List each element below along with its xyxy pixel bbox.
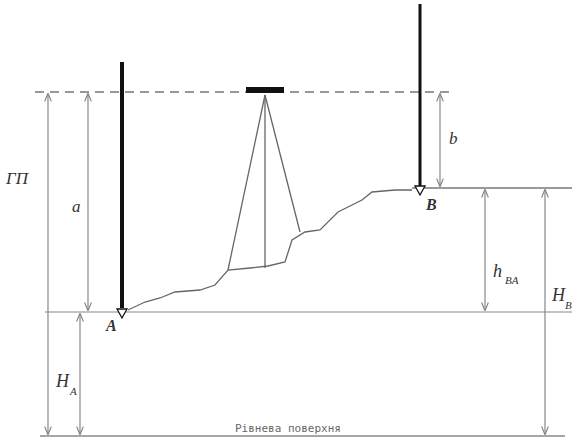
- a-label: a: [72, 198, 81, 215]
- hba-dimension: [484, 190, 485, 310]
- b-subscript: B: [565, 300, 572, 311]
- level-instrument: [246, 87, 284, 93]
- b-label: b: [449, 130, 458, 147]
- staff-b: [419, 4, 422, 186]
- ba-subscript: BA: [505, 275, 518, 286]
- point-b-label: B: [426, 197, 437, 213]
- point-a-marker: [117, 309, 127, 318]
- hi-label: ГП: [6, 170, 28, 187]
- level-b-line: [412, 187, 572, 189]
- a-subscript: A: [70, 386, 77, 397]
- ha-dimension: [79, 314, 80, 434]
- h-label: h: [493, 262, 502, 280]
- hb-dimension: [544, 190, 545, 434]
- level-surface-label: Рівнева поверхня: [235, 423, 341, 434]
- hi-dimension: [47, 94, 48, 434]
- h-label: H: [56, 372, 69, 390]
- level-surface-line: [40, 435, 565, 437]
- tripod: [228, 95, 300, 270]
- point-b-marker: [415, 186, 425, 195]
- ground-profile: [128, 190, 412, 310]
- point-a-label: A: [106, 318, 117, 334]
- instrument-horizon: [35, 91, 450, 92]
- a-dimension: [87, 94, 88, 310]
- b-dimension: [439, 94, 440, 186]
- staff-a: [120, 62, 124, 308]
- h-label: H: [552, 286, 565, 304]
